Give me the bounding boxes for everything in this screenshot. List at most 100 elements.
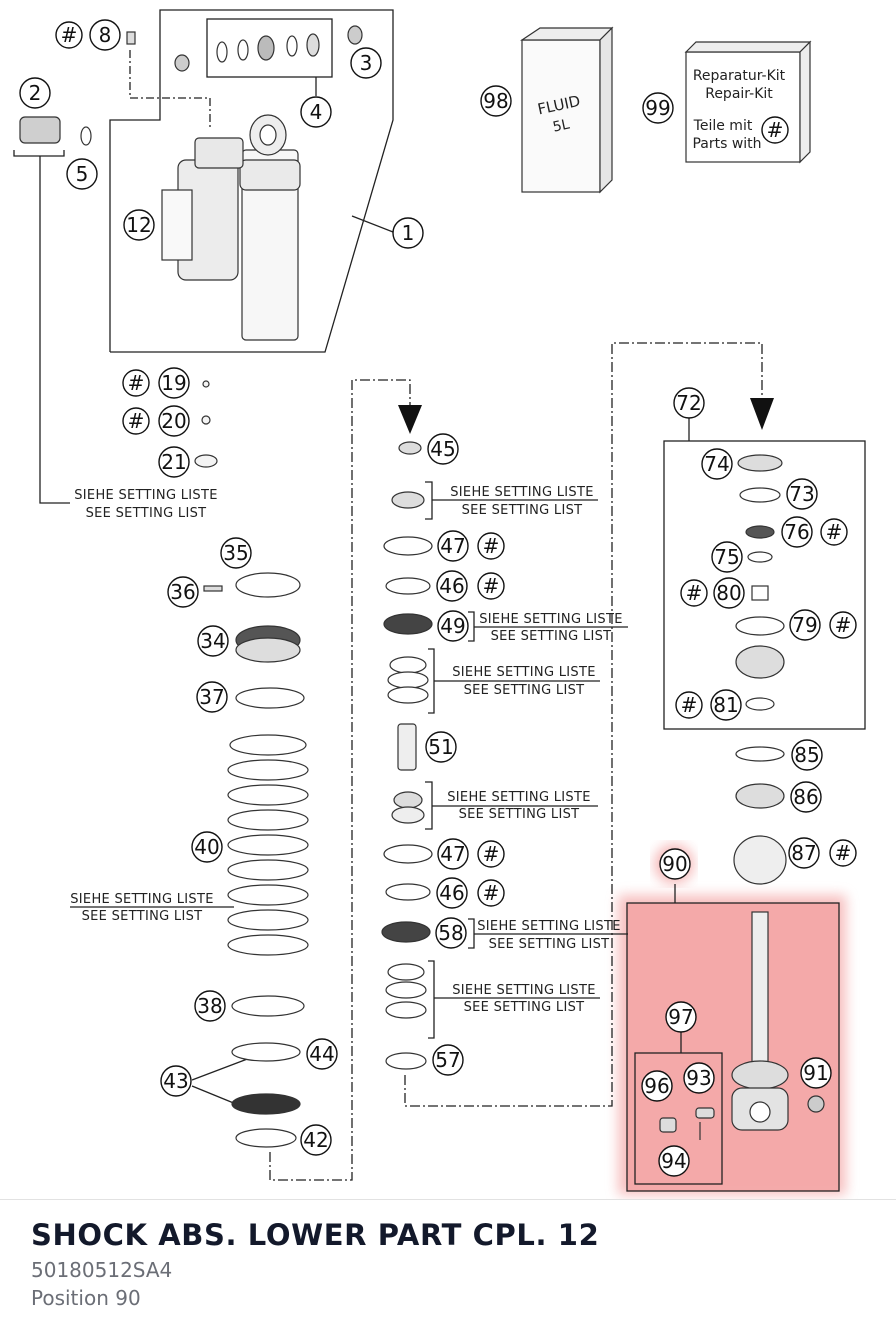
callout-87[interactable]: 87 xyxy=(788,837,820,869)
repair-kit-hash-marker[interactable]: # xyxy=(477,532,505,560)
repair-kit-hash-marker[interactable]: # xyxy=(675,691,703,719)
setting-de-piston: SIEHE SETTING LISTE xyxy=(447,790,591,805)
callout-90[interactable]: 90 xyxy=(659,848,691,880)
callout-circle xyxy=(477,840,505,868)
callout-42[interactable]: 42 xyxy=(300,1124,332,1156)
callout-circle xyxy=(659,848,691,880)
callout-label: 4 xyxy=(310,100,323,124)
callout-circle xyxy=(194,990,226,1022)
callout-label: 5 xyxy=(76,162,89,186)
callout-20[interactable]: 20 xyxy=(158,405,190,437)
part-info-footer: SHOCK ABS. LOWER PART CPL. 12 50180512SA… xyxy=(0,1199,896,1336)
callout-97[interactable]: 97 xyxy=(665,1001,697,1033)
repair-kit-hash-marker[interactable]: # xyxy=(761,116,789,144)
callout-circle xyxy=(300,96,332,128)
setting-de-spacers2: SIEHE SETTING LISTE xyxy=(452,983,596,998)
callout-circle xyxy=(437,610,469,642)
callout-circle xyxy=(300,1124,332,1156)
callout-80[interactable]: 80 xyxy=(713,577,745,609)
callout-circle xyxy=(197,625,229,657)
callout-75[interactable]: 75 xyxy=(711,541,743,573)
callout-47[interactable]: 47 xyxy=(437,838,469,870)
repair-kit-hash-marker[interactable]: # xyxy=(122,407,150,435)
callout-label: 91 xyxy=(803,1061,828,1085)
callout-36[interactable]: 36 xyxy=(167,576,199,608)
callout-98[interactable]: 98 xyxy=(480,85,512,117)
setting-de-21: SIEHE SETTING LISTE xyxy=(74,488,218,503)
repair-kit-hash-marker[interactable]: # xyxy=(829,839,857,867)
callout-circle xyxy=(477,572,505,600)
callout-74[interactable]: 74 xyxy=(701,448,733,480)
repair-kit-hash-marker[interactable]: # xyxy=(477,879,505,907)
setting-en-spacers2: SEE SETTING LIST xyxy=(464,1000,585,1015)
callout-circle xyxy=(122,407,150,435)
arrows xyxy=(398,398,774,434)
setting-de-spacers1: SIEHE SETTING LISTE xyxy=(452,665,596,680)
callout-label: 44 xyxy=(309,1042,334,1066)
highlight-position-90[interactable] xyxy=(618,844,846,1195)
callout-40[interactable]: 40 xyxy=(191,831,223,863)
callout-label: # xyxy=(835,841,852,865)
callout-37[interactable]: 37 xyxy=(196,681,228,713)
callout-76[interactable]: 76 xyxy=(781,516,813,548)
callout-46[interactable]: 46 xyxy=(436,570,468,602)
callout-44[interactable]: 44 xyxy=(306,1038,338,1070)
callout-label: 58 xyxy=(438,921,463,945)
callout-94[interactable]: 94 xyxy=(658,1145,690,1177)
callout-label: 96 xyxy=(644,1074,669,1098)
callout-49[interactable]: 49 xyxy=(437,610,469,642)
repair-kit-hash-marker[interactable]: # xyxy=(55,21,83,49)
callout-circle xyxy=(713,577,745,609)
callout-19[interactable]: 19 xyxy=(158,367,190,399)
callout-label: # xyxy=(483,534,500,558)
callout-label: # xyxy=(128,409,145,433)
callout-81[interactable]: 81 xyxy=(710,689,742,721)
callout-21[interactable]: 21 xyxy=(158,446,190,478)
callout-circle xyxy=(829,611,857,639)
callout-45[interactable]: 45 xyxy=(427,433,459,465)
callout-3[interactable]: 3 xyxy=(350,47,382,79)
repair-kit-hash-marker[interactable]: # xyxy=(122,369,150,397)
callout-12[interactable]: 12 xyxy=(123,209,155,241)
callout-label: # xyxy=(826,520,843,544)
repair-kit-hash-marker[interactable]: # xyxy=(820,518,848,546)
callout-circle xyxy=(680,579,708,607)
callout-79[interactable]: 79 xyxy=(789,609,821,641)
callout-51[interactable]: 51 xyxy=(425,731,457,763)
repair-kit-hash-marker[interactable]: # xyxy=(477,840,505,868)
callout-4[interactable]: 4 xyxy=(300,96,332,128)
repair-kit-hash-marker[interactable]: # xyxy=(477,572,505,600)
callout-91[interactable]: 91 xyxy=(800,1057,832,1089)
repair-kit-hash-marker[interactable]: # xyxy=(829,611,857,639)
callout-99[interactable]: 99 xyxy=(642,92,674,124)
callout-73[interactable]: 73 xyxy=(786,478,818,510)
callout-label: 74 xyxy=(704,452,729,476)
callout-2[interactable]: 2 xyxy=(19,77,51,109)
repair-kit-hash-marker[interactable]: # xyxy=(680,579,708,607)
callout-label: 81 xyxy=(713,693,738,717)
callout-5[interactable]: 5 xyxy=(66,158,98,190)
callout-72[interactable]: 72 xyxy=(673,387,705,419)
callout-label: 40 xyxy=(194,835,219,859)
callout-8[interactable]: 8 xyxy=(89,19,121,51)
callout-57[interactable]: 57 xyxy=(432,1044,464,1076)
callout-86[interactable]: 86 xyxy=(790,781,822,813)
callout-35[interactable]: 35 xyxy=(220,537,252,569)
callout-58[interactable]: 58 xyxy=(435,917,467,949)
callout-46[interactable]: 46 xyxy=(436,877,468,909)
callout-85[interactable]: 85 xyxy=(791,739,823,771)
callout-47[interactable]: 47 xyxy=(437,530,469,562)
callout-93[interactable]: 93 xyxy=(683,1062,715,1094)
setting-de-spring: SIEHE SETTING LISTE xyxy=(70,892,214,907)
callout-1[interactable]: 1 xyxy=(392,217,424,249)
callout-96[interactable]: 96 xyxy=(641,1070,673,1102)
callout-38[interactable]: 38 xyxy=(194,990,226,1022)
callout-34[interactable]: 34 xyxy=(197,625,229,657)
callout-label: # xyxy=(483,574,500,598)
callout-label: 47 xyxy=(440,842,465,866)
callout-circle xyxy=(800,1057,832,1089)
callout-circle xyxy=(781,516,813,548)
callout-circle xyxy=(220,537,252,569)
callout-43[interactable]: 43 xyxy=(160,1065,192,1097)
